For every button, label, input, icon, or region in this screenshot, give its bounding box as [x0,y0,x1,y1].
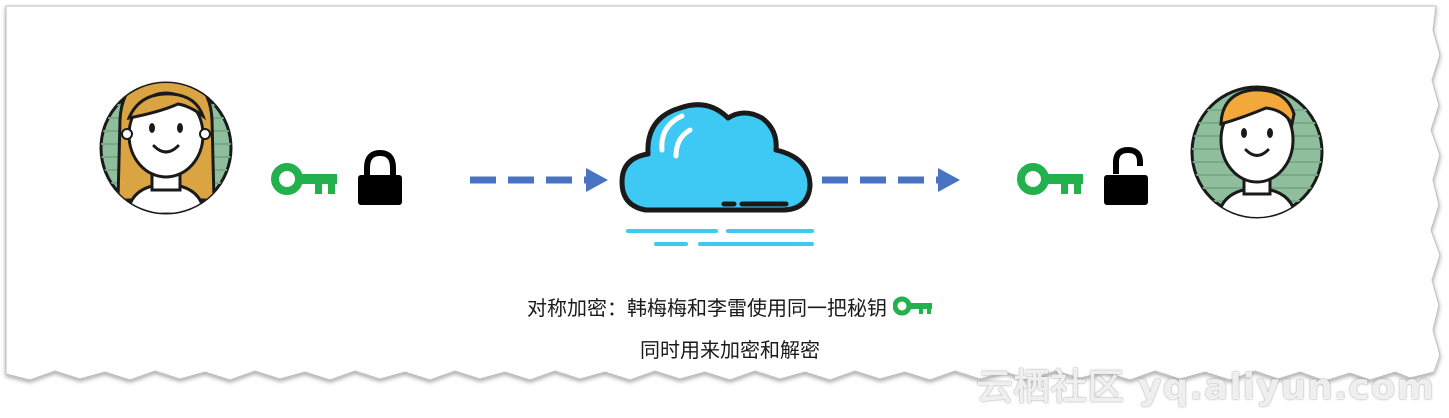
padlock-locked-icon [358,149,402,205]
key-icon [271,163,337,195]
man-avatar-icon [1190,85,1324,219]
key-icon [1017,163,1083,195]
key-icon [892,290,933,330]
woman-avatar-icon [99,81,233,215]
dashed-arrow-icon [822,168,960,192]
cloud-icon [619,102,814,246]
caption-line-2: 同时用来加密和解密 [640,337,820,362]
dashed-arrow-icon [470,168,608,192]
diagram-caption: 对称加密：韩梅梅和李雷使用同一把秘钥 同时用来加密和解密 [400,288,1060,370]
watermark: 云栖社区 yq.aliyun.com [976,367,1435,408]
padlock-unlocked-icon [1104,146,1148,205]
caption-line-1: 对称加密：韩梅梅和李雷使用同一把秘钥 [527,296,887,320]
